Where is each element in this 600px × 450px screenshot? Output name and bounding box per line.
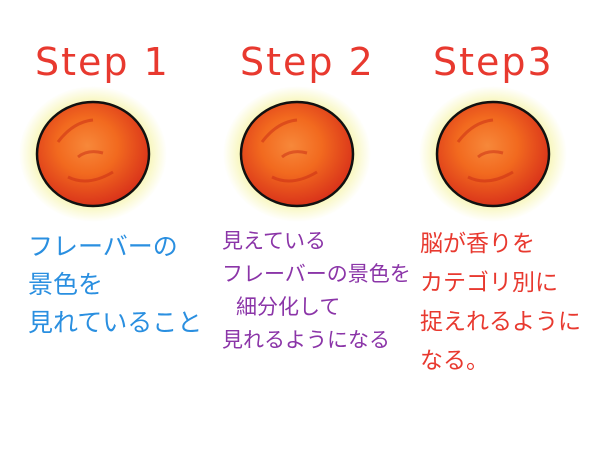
step-3-line-2: カテゴリ別に [420,270,558,296]
step-1-line-1: フレーバーの [28,232,178,261]
orange-orb-icon [19,86,167,222]
step-3-description: 脳が香りを カテゴリ別に 捉えれるように なる。 [420,225,581,381]
step-2-orb-icon [222,82,372,222]
step-3-line-1: 脳が香りを [420,231,535,257]
orange-orb-icon [419,86,567,222]
step-3-line-3: 捉えれるように [420,309,581,335]
step-2-title: Step 2 [240,40,375,84]
step-1-orb-icon [18,82,168,222]
step-2-line-3: 細分化して [236,295,341,319]
step-1-line-2: 景色を [28,270,104,299]
step-3-title: Step3 [433,40,554,84]
step-1-description: フレーバーの 景色を 見れていること [28,228,202,342]
step-3-orb-icon [418,82,568,222]
step-2-description: 見えている フレーバーの景色を 細分化して 見れるようになる [222,225,411,357]
step-1-line-3: 見れていること [28,308,203,337]
step-2-line-4: 見れるようになる [222,328,390,352]
step-3-line-4: なる。 [420,348,489,374]
step-2-line-2: フレーバーの景色を [222,262,411,286]
step-1-title: Step 1 [35,40,170,84]
step-2-line-1: 見えている [222,229,326,253]
orange-orb-icon [223,86,371,222]
